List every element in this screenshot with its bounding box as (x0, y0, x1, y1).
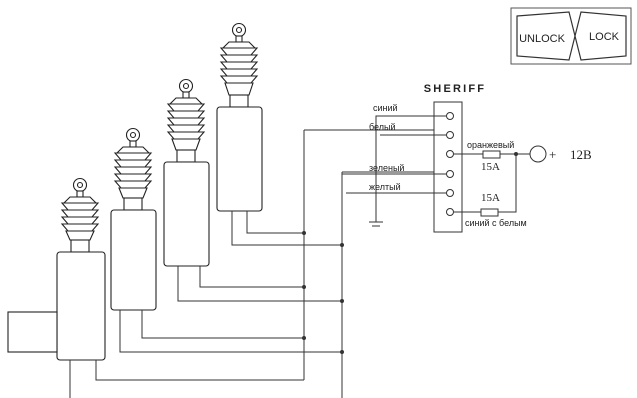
label-blue: синий (373, 103, 398, 113)
terminal-blue (446, 112, 454, 120)
actuator-2-body (110, 209, 157, 311)
actuator-1-bellows (60, 196, 100, 241)
power-terminal (529, 145, 547, 163)
fuse-1-label: 15A (481, 161, 500, 173)
unlock-label: UNLOCK (519, 33, 566, 45)
actuator-4 (216, 22, 263, 212)
label-blue-white: синий с белым (465, 218, 527, 228)
label-green: зеленый (369, 163, 404, 173)
module-title: SHERIFF (424, 83, 486, 95)
terminal-white (446, 131, 454, 139)
actuator-2-bellows (113, 146, 153, 199)
actuator-3-body (163, 161, 210, 267)
actuator-2 (110, 127, 157, 311)
unlock-key[interactable] (516, 11, 576, 61)
terminal-orange (446, 150, 454, 158)
actuator-3 (163, 78, 210, 267)
junction-power (514, 152, 518, 156)
lock-key[interactable] (574, 11, 627, 61)
label-yellow: желтый (369, 182, 401, 192)
module-leads (304, 115, 530, 227)
actuator-3-bellows (166, 97, 206, 151)
actuator-4-bellows (219, 41, 259, 96)
terminal-blue-white (446, 208, 454, 216)
power-plus: + (549, 147, 556, 162)
actuator-4-body (216, 106, 263, 212)
lock-label: LOCK (589, 31, 620, 43)
actuator-1-body (56, 251, 106, 361)
power-voltage: 12В (570, 147, 592, 162)
junction-dots (302, 231, 344, 354)
module-terminals (446, 112, 454, 216)
terminal-yellow (446, 189, 454, 197)
label-orange: оранжевый (467, 140, 514, 150)
terminal-green (446, 170, 454, 178)
fuse-2-label: 15A (481, 192, 500, 204)
actuator-1-bracket (7, 311, 58, 353)
actuator-1 (7, 177, 106, 361)
label-white: белый (369, 122, 396, 132)
lock-switch[interactable]: UNLOCK LOCK (510, 7, 632, 65)
